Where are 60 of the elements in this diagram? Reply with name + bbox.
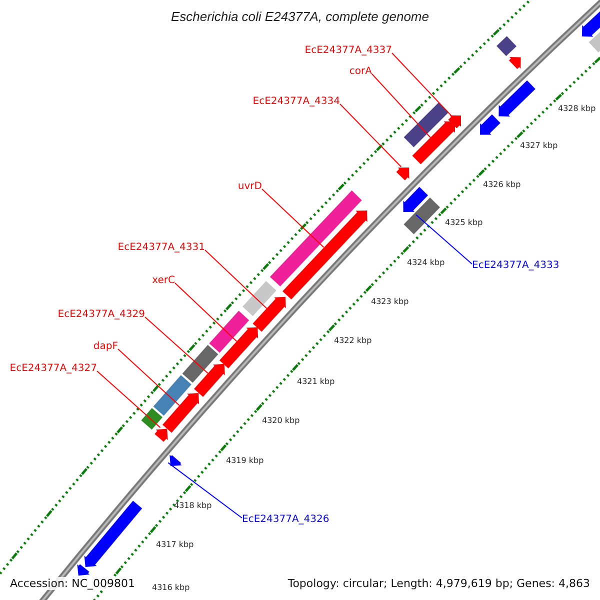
gene-label: uvrD [238,182,262,192]
gene-segment [498,80,536,116]
gene-segment [77,564,90,576]
leader-line [392,52,452,117]
gene-label: EcE24377A_4331 [118,243,205,253]
gene-block [242,281,276,316]
gene-block [209,310,250,353]
tick-label: 4322 kbp [334,337,372,345]
tick-label: 4326 kbp [483,181,521,189]
tick-label: 4320 kbp [262,417,300,425]
gene-segment [154,428,168,442]
gene-block [404,102,449,148]
leader-line [174,282,238,342]
tick-label: 4328 kbp [558,105,596,113]
gene-label: EcE24377A_4327 [10,364,97,374]
gene-label: dapF [93,342,118,352]
tick-label: 4319 kbp [226,457,264,465]
gene-block [404,198,440,234]
gene-segment [194,364,225,397]
tick-label: 4316 kbp [152,584,190,592]
gene-segment [403,186,428,212]
gene-segment [219,327,258,368]
leader-line [144,316,208,374]
tick-label: 4323 kbp [371,298,409,306]
tick-label: 4325 kbp [445,219,483,227]
gene-segment [162,393,200,433]
tick-label: 4317 kbp [156,541,194,549]
leader-line [204,250,268,309]
leader-line [262,188,324,248]
gene-label: EcE24377A_4334 [252,97,340,107]
gene-block [153,375,192,416]
gene-block [182,344,218,383]
leader-line [96,370,161,428]
gene-block [496,36,516,56]
leader-line [340,104,402,168]
leader-line [168,462,242,518]
tick-label: 4324 kbp [407,259,445,267]
tick-label: 4321 kbp [297,378,335,386]
gene-segment [396,168,410,180]
gene-segment [508,57,521,69]
gene-segment [412,121,455,164]
gene-segment [84,500,142,567]
tick-label: 4327 kbp [520,142,558,150]
footer-text: Topology: circular; Length: 4,979,619 bp; Genes: 4,863 [286,577,592,590]
leader-line [118,348,180,406]
gene-label: EcE24377A_4333 [472,261,560,271]
gene-label: corA [349,67,372,77]
gene-segment [252,296,286,332]
gene-segment [480,114,500,135]
gene-label: EcE24377A_4329 [58,310,145,320]
gene-segment [282,210,368,300]
tick-label: 4318 kbp [174,502,212,510]
gene-block [270,190,362,286]
gene-label: EcE24377A_4326 [242,515,330,525]
gene-label: EcE24377A_4337 [304,46,392,56]
leader-line [416,214,472,264]
leader-line [372,74,431,138]
gene-label: xerC [152,276,175,286]
diagram-title: Escherichia coli E24377A, complete genome [170,10,430,23]
gene-segment [170,454,182,466]
